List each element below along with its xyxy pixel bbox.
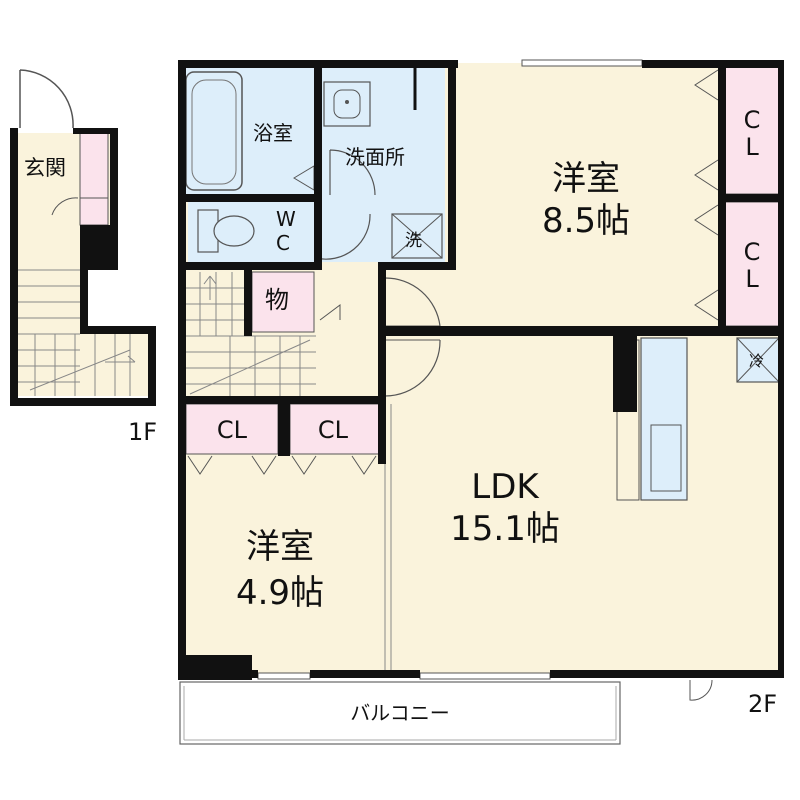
storage-label: 物 — [265, 286, 289, 314]
first-floor — [10, 69, 156, 406]
first-floor-stairs — [17, 269, 136, 396]
entrance-shoe-closet — [79, 132, 109, 226]
first-floor-walls — [10, 128, 156, 406]
closet-door-marks-bottom — [187, 455, 377, 475]
closet-2-label-top: C — [744, 238, 761, 266]
closet-2-label-bottom: L — [745, 265, 759, 293]
entrance-door-swing — [19, 69, 74, 129]
wc-label-c: C — [276, 231, 290, 255]
bedroom-main-name: 洋室 — [552, 159, 620, 199]
ldk-size: 15.1帖 — [450, 509, 560, 549]
balcony — [179, 681, 621, 745]
entrance-label: 玄関 — [24, 156, 66, 180]
ldk-name: LDK — [471, 467, 540, 507]
bath-label: 浴室 — [253, 121, 293, 145]
second-floor-walls — [178, 60, 784, 680]
closet-3-label: CL — [217, 416, 248, 444]
bathtub — [185, 71, 243, 191]
closet-1-label-bottom: L — [745, 133, 759, 161]
closet-1 — [724, 65, 781, 195]
closet-3 — [185, 403, 279, 455]
closet-2 — [724, 201, 781, 327]
second-floor-stairs — [186, 272, 316, 396]
toilet-bowl — [213, 215, 255, 247]
fridge-label: 冷 — [749, 352, 764, 370]
balcony-label: バルコニー — [350, 701, 450, 725]
bedroom-small-name: 洋室 — [246, 527, 314, 567]
wc-label-w: W — [276, 207, 296, 231]
washer-label: 洗 — [405, 231, 422, 251]
floor-label-1f: 1F — [128, 418, 157, 446]
bedroom-main-size: 8.5帖 — [542, 201, 630, 241]
washroom-label: 洗面所 — [345, 145, 405, 169]
closet-door-marks-right — [694, 69, 719, 321]
floor-label-2f: 2F — [748, 690, 777, 718]
closet-1-label-top: C — [744, 106, 761, 134]
storage-room — [251, 271, 315, 333]
bedroom-small-size: 4.9帖 — [236, 573, 324, 613]
second-floor — [178, 59, 784, 745]
closet-4-label: CL — [318, 416, 349, 444]
